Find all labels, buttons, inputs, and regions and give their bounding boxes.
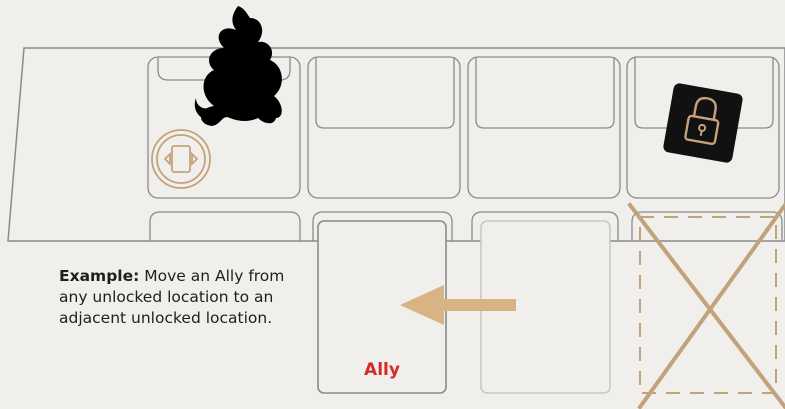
padlock-icon <box>662 82 743 163</box>
example-caption: Example: Move an Ally from any unlocked … <box>59 266 289 329</box>
caption-bold: Example: <box>59 267 139 285</box>
ally-label: Ally <box>318 360 446 380</box>
